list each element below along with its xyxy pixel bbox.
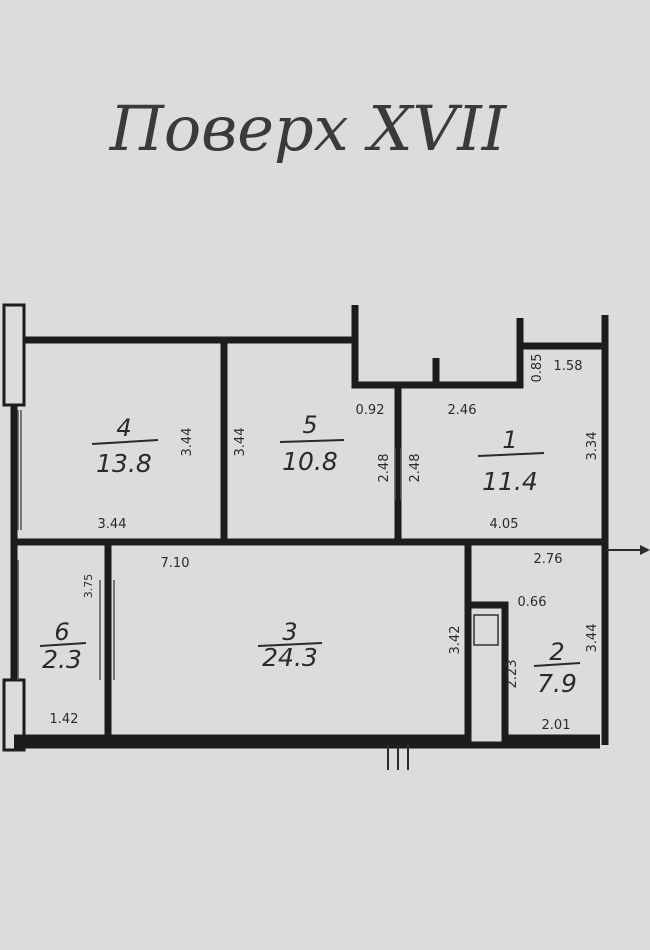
top-wall — [14, 336, 605, 389]
room4-number: 4 — [116, 414, 131, 442]
shaft-grid-icon — [473, 614, 499, 646]
room3-divider — [257, 642, 323, 647]
room1-divider — [477, 452, 545, 457]
room6-area: 2.3 — [42, 645, 82, 674]
dim-room2-bottom: 2.01 — [542, 718, 571, 733]
dim-room6-width: 1.42 — [50, 712, 79, 727]
dim-room2-top: 2.76 — [534, 552, 563, 567]
room2-divider — [533, 662, 581, 667]
dim-room5-offset: 0.92 — [356, 403, 385, 418]
room3-area: 24.3 — [262, 643, 318, 672]
room5-divider — [279, 439, 345, 443]
room2-number: 2 — [549, 638, 564, 666]
room5-number: 5 — [302, 411, 317, 439]
dim-room1-bottom: 4.05 — [490, 517, 519, 532]
dim-room2-right: 3.44 — [585, 624, 600, 653]
walls — [2, 303, 609, 752]
exit-arrow-icon — [640, 545, 650, 555]
left-wall-column-bottom — [2, 678, 26, 752]
room6-number: 6 — [54, 618, 69, 646]
room2-area: 7.9 — [537, 669, 577, 698]
dim-room5-height: 3.44 — [233, 428, 248, 457]
dim-room5-side: 2.48 — [377, 454, 392, 483]
dim-room4-height: 3.44 — [180, 428, 195, 457]
dim-room1-right: 3.34 — [585, 432, 600, 461]
dim-shaft: 0.66 — [518, 595, 547, 610]
room1-number: 1 — [502, 426, 517, 454]
dim-room6-top: 3.75 — [82, 574, 95, 599]
dimension-labels: 3.44 3.44 3.44 0.92 2.48 2.48 2.46 3.34 … — [50, 354, 600, 733]
room4-area: 13.8 — [96, 449, 152, 478]
room4-divider — [91, 439, 159, 445]
dim-room1-top: 2.46 — [448, 403, 477, 418]
room3-number: 3 — [282, 618, 297, 646]
room-labels: 4 13.8 5 10.8 1 11.4 3 24.3 2 7.9 6 2.3 — [39, 411, 581, 698]
left-wall-column-top — [2, 303, 26, 407]
dim-balcony-width: 1.58 — [554, 359, 583, 374]
dim-balcony-depth: 0.85 — [530, 354, 545, 383]
room1-area: 11.4 — [482, 467, 538, 496]
openings — [17, 410, 650, 770]
page-title: Поверх XVII — [109, 92, 508, 165]
room5-area: 10.8 — [282, 447, 338, 476]
room2-walls — [468, 601, 600, 742]
dim-room3-width: 7.10 — [161, 556, 190, 571]
dim-room2-left: 2.23 — [505, 660, 520, 689]
dim-room1-side: 2.48 — [408, 454, 423, 483]
dim-room4-width: 3.44 — [98, 517, 127, 532]
room6-divider — [39, 642, 87, 647]
dim-room3-height: 3.42 — [448, 626, 463, 655]
